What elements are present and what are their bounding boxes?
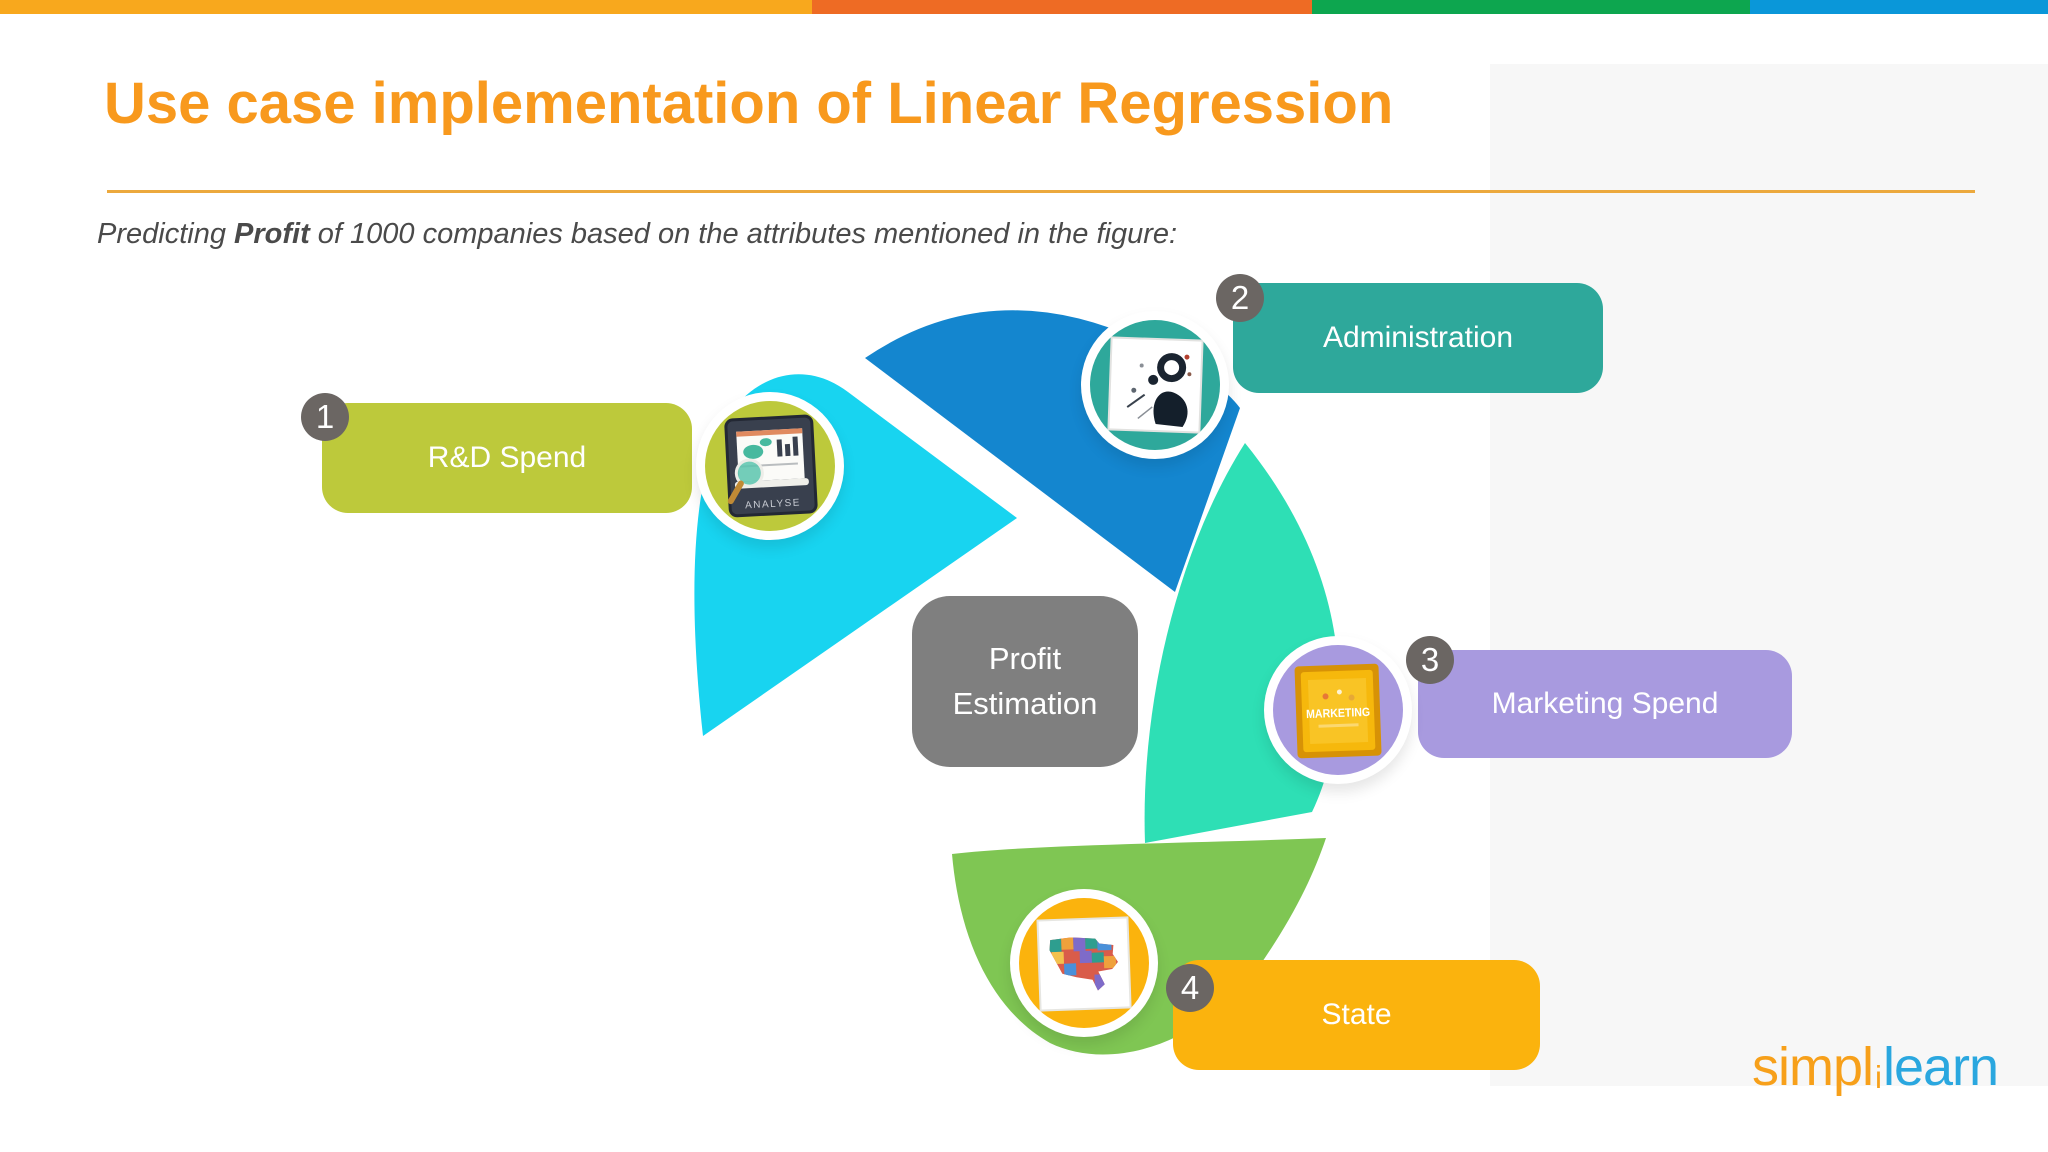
attribute-box-administration: Administration	[1233, 283, 1603, 393]
subtitle: Predicting Profit of 1000 companies base…	[97, 218, 1177, 251]
center-node-profit-estimation: Profit Estimation	[912, 596, 1138, 767]
attribute-label: Administration	[1322, 321, 1514, 354]
administration-graphic	[1107, 336, 1204, 434]
icon-circle-rd-spend: ANALYSE	[696, 392, 844, 540]
center-label-line2: Estimation	[952, 685, 1098, 721]
attribute-label: State	[1321, 998, 1392, 1031]
top-bar-segment-green	[1312, 0, 1750, 14]
top-bar-segment-blue	[1750, 0, 2048, 14]
usa-map-graphic	[1036, 916, 1132, 1012]
analysis-monitor-graphic: ANALYSE	[724, 414, 818, 518]
title-underline	[107, 190, 1975, 193]
attribute-box-rd-spend: R&D Spend	[322, 403, 692, 513]
marketing-caption: MARKETING	[1306, 705, 1370, 721]
subtitle-suffix: of 1000 companies based on the attribute…	[309, 218, 1178, 250]
background-panel	[1490, 64, 2048, 1086]
icon-circle-administration	[1081, 311, 1229, 459]
badge-number: 1	[315, 398, 335, 435]
number-badge-3: 3	[1406, 636, 1454, 684]
administration-art-icon	[1090, 320, 1220, 450]
center-label-line1: Profit	[988, 641, 1062, 677]
top-bar-segment-orange	[812, 0, 1312, 14]
badge-number: 3	[1420, 641, 1440, 678]
marketing-graphic: MARKETING	[1294, 663, 1382, 759]
logo-part-simpl: simpl	[1752, 1037, 1874, 1097]
simplilearn-logo: simplilearn	[1752, 1036, 1999, 1098]
center-node-label: Profit Estimation	[953, 637, 1098, 725]
icon-circle-marketing-spend: MARKETING	[1264, 636, 1412, 784]
badge-number: 4	[1180, 969, 1200, 1006]
top-bar-segment-amber	[0, 0, 812, 14]
marketing-cube-icon: MARKETING	[1273, 645, 1403, 775]
analysis-monitor-icon: ANALYSE	[705, 401, 835, 531]
analyse-caption: ANALYSE	[745, 497, 801, 511]
icon-circle-state	[1010, 889, 1158, 1037]
attribute-label: R&D Spend	[427, 441, 587, 474]
number-badge-4: 4	[1166, 964, 1214, 1012]
usa-map-icon	[1019, 898, 1149, 1028]
attribute-label: Marketing Spend	[1491, 687, 1719, 720]
subtitle-prefix: Predicting	[97, 218, 235, 250]
page-title: Use case implementation of Linear Regres…	[104, 71, 1394, 136]
logo-separator-i: i	[1875, 1060, 1882, 1096]
number-badge-2: 2	[1216, 274, 1264, 322]
number-badge-1: 1	[301, 393, 349, 441]
subtitle-bold-word: Profit	[234, 218, 310, 250]
badge-number: 2	[1230, 279, 1250, 316]
logo-part-learn: learn	[1882, 1037, 1999, 1097]
attribute-box-state: State	[1173, 960, 1540, 1070]
top-color-bar	[0, 0, 2048, 14]
attribute-box-marketing-spend: Marketing Spend	[1418, 650, 1792, 758]
